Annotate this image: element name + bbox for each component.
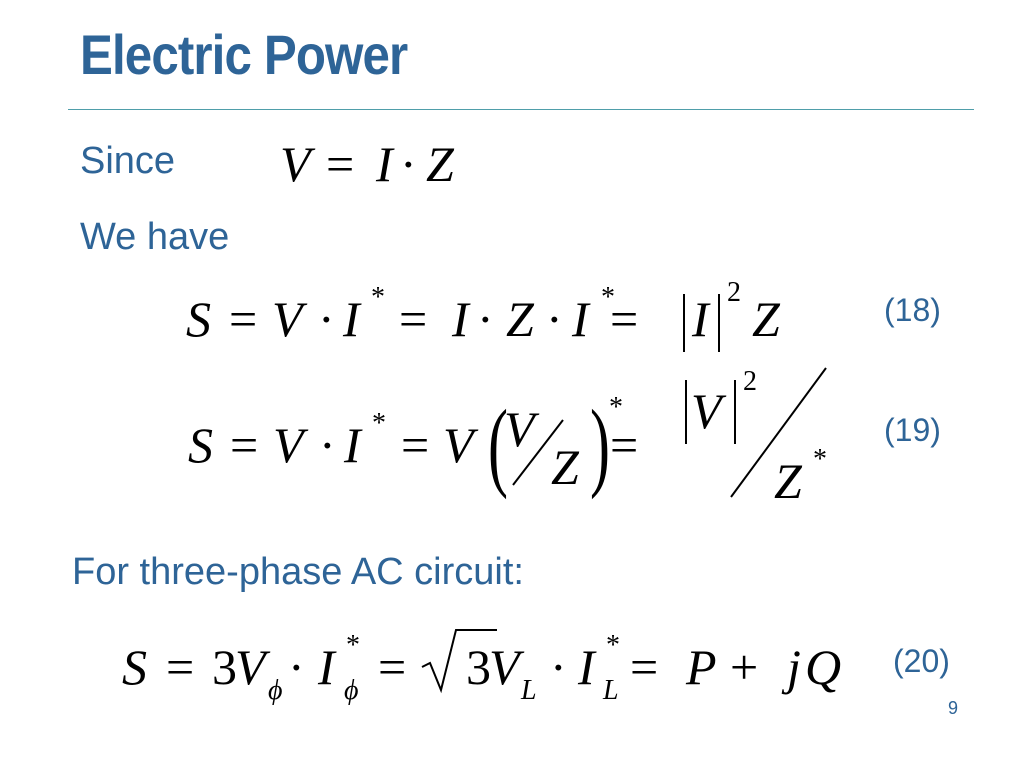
eq20-equals-2: =: [378, 639, 406, 695]
eq20-V-line: V: [489, 639, 525, 695]
eq19-equals-1: =: [230, 417, 258, 473]
eq20-dot-2: ·: [550, 639, 567, 695]
eq20-conj-1: *: [346, 630, 360, 661]
eq20-I-line: I: [577, 639, 597, 695]
equation-number-20: (20): [893, 643, 950, 679]
eq19-V-numerator: V: [504, 401, 540, 457]
eq19-conj-3: *: [813, 444, 827, 475]
equation-number-19: (19): [884, 412, 941, 448]
equation-ohms-law: V = I · Z: [280, 136, 455, 192]
eq19-fraction-slash-2: [730, 367, 827, 498]
eq19-dot-1: ·: [319, 417, 336, 473]
eq19-Z-conj-denominator: Z: [774, 453, 803, 509]
eq19-fraction-slash-1: [512, 419, 564, 486]
eq18-V: V: [272, 291, 308, 347]
eq20-I-phase: I: [317, 639, 337, 695]
eq18-exponent-2: 2: [727, 277, 741, 308]
eq18-equals-2: =: [399, 291, 427, 347]
eq20-phi-subscript-1: ϕ: [268, 675, 283, 706]
three-phase-label: For three-phase AC circuit:: [72, 551, 524, 593]
eq20-conj-2: *: [606, 630, 620, 661]
eq19-V-2: V: [443, 417, 479, 473]
eq18-dot-3: ·: [546, 291, 563, 347]
eq19-right-paren: ): [590, 389, 610, 499]
eq20-plus: +: [730, 639, 758, 695]
equation-number-18: (18): [884, 292, 941, 328]
eq-since-equals: =: [326, 136, 354, 192]
eq18-I-3: I: [571, 291, 591, 347]
eq19-equals-2: =: [401, 417, 429, 473]
eq18-I-2: I: [451, 291, 471, 347]
eq19-V-1: V: [273, 417, 309, 473]
eq19-exponent-2: 2: [743, 366, 757, 397]
eq18-I-1: I: [342, 291, 362, 347]
eq19-Z-denominator: Z: [551, 439, 580, 495]
eq20-L-subscript-1: L: [520, 675, 537, 706]
eq18-Z-2: Z: [752, 291, 781, 347]
eq18-I-4: I: [691, 291, 711, 347]
equation-20: S = 3 V ϕ · I * ϕ = 3 V L · I * L = P + …: [122, 629, 841, 706]
eq19-conj-1: *: [372, 408, 386, 439]
eq20-equals-1: =: [166, 639, 194, 695]
eq18-dot-1: ·: [318, 291, 335, 347]
eq20-Q: Q: [805, 639, 841, 695]
eq19-conj-2: *: [609, 392, 623, 423]
equation-19: S = V · I * = V ( V Z ) * = V 2 Z *: [188, 366, 827, 509]
eq19-S: S: [188, 417, 213, 473]
eq20-equals-3: =: [630, 639, 658, 695]
eq20-dot-1: ·: [288, 639, 305, 695]
eq20-phi-subscript-2: ϕ: [344, 675, 359, 706]
since-label: Since: [80, 140, 176, 182]
eq18-equals-1: =: [229, 291, 257, 347]
eq20-sqrt-radical: [421, 629, 497, 694]
eq20-L-subscript-2: L: [602, 675, 619, 706]
eq19-left-paren: (: [488, 389, 508, 499]
eq19-V-abs: V: [691, 383, 727, 439]
eq19-I: I: [343, 417, 363, 473]
eq-since-I: I: [375, 136, 395, 192]
eq20-S: S: [122, 639, 147, 695]
eq18-equals-3: =: [610, 291, 638, 347]
eq18-conj-2: *: [601, 282, 615, 313]
we-have-label: We have: [80, 216, 230, 258]
eq-since-dot: ·: [400, 136, 417, 192]
eq20-three-2: 3: [466, 639, 491, 695]
eq19-equals-3: =: [610, 417, 638, 473]
eq20-j: j: [781, 639, 801, 695]
eq20-V-phase: V: [235, 639, 271, 695]
title-divider: [68, 109, 974, 110]
eq18-conj-1: *: [371, 282, 385, 313]
eq-since-V: V: [280, 136, 316, 192]
eq18-S: S: [186, 291, 211, 347]
slide-number: 9: [948, 698, 959, 718]
eq-since-Z: Z: [426, 136, 455, 192]
eq18-dot-2: ·: [477, 291, 494, 347]
slide-title: Electric Power: [80, 23, 408, 86]
eq18-Z: Z: [506, 291, 535, 347]
eq20-three-1: 3: [212, 639, 237, 695]
equation-18: S = V · I * = I · Z · I * = I 2 Z: [186, 277, 781, 352]
eq20-P: P: [685, 639, 717, 695]
